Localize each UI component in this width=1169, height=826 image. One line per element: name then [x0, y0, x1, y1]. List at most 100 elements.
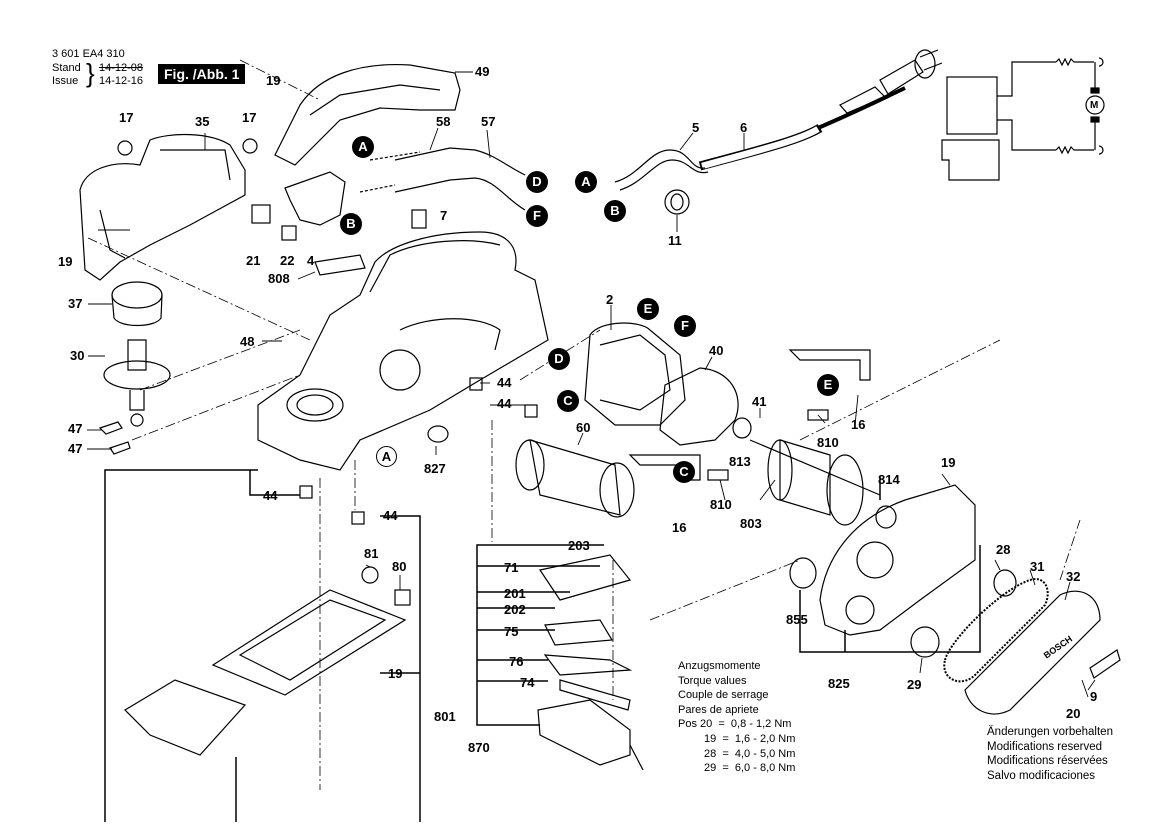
- wires-57-58: [359, 147, 526, 211]
- bearing-855: [789, 557, 817, 589]
- doc-number: 3 601 EA4 310: [52, 48, 125, 60]
- part-label-17-left: 17: [119, 110, 134, 125]
- blade-assembly-870: [537, 554, 644, 771]
- part-label-201: 201: [504, 586, 526, 601]
- torque-row: 29 = 6,0 - 8,0 Nm: [678, 761, 795, 776]
- torque-title-de: Anzugsmomente: [678, 660, 761, 672]
- notice-de: Änderungen vorbehalten: [987, 726, 1113, 738]
- notice-fr: Modifications réservées: [987, 755, 1108, 767]
- belt-cover-32: [964, 590, 1101, 715]
- part-label-803: 803: [740, 516, 762, 531]
- pulley-29: [910, 626, 940, 658]
- bearing-814: [875, 505, 897, 529]
- clip-47b: [109, 441, 131, 455]
- torque-row-28: 28 = 4,0 - 5,0 Nm: [704, 747, 796, 760]
- switch-4: [251, 171, 427, 276]
- part-label-44-c: 44: [263, 488, 278, 503]
- part-label-4: 4: [307, 253, 315, 268]
- clip-47a: [98, 421, 123, 435]
- part-label-41: 41: [752, 394, 767, 409]
- figure-tag: Fig. /Abb. 1: [158, 64, 246, 84]
- torque-title-es: Pares de apriete: [678, 703, 759, 716]
- part-label-29: 29: [907, 677, 922, 692]
- part-label-47-b: 47: [68, 441, 83, 456]
- nut-44b: [351, 511, 365, 525]
- motor-schematic: [941, 57, 1105, 181]
- stand-label: Stand: [52, 62, 81, 74]
- brush-holder-16b: [788, 349, 871, 381]
- part-label-19-right: 19: [941, 455, 956, 470]
- stator-2: [584, 322, 686, 426]
- part-label-801: 801: [434, 709, 456, 724]
- motor-symbol: M: [1090, 100, 1099, 111]
- part-label-32: 32: [1066, 569, 1081, 584]
- main-housing: [257, 231, 549, 471]
- part-label-58: 58: [436, 114, 451, 129]
- nut-44c: [469, 377, 483, 391]
- lever-80: [394, 589, 411, 606]
- brush-810b: [807, 409, 829, 421]
- bushing-827: [427, 425, 449, 443]
- torque-row: 19 = 1,6 - 2,0 Nm: [678, 732, 795, 747]
- switch-cover-49: [274, 63, 461, 166]
- power-cord: [614, 49, 943, 215]
- depth-shaft-30: [103, 339, 171, 427]
- callout-f-stator: F: [674, 315, 696, 337]
- assembly-lines: [87, 59, 1081, 790]
- part-label-810-right: 810: [817, 435, 839, 450]
- callout-c-brush: C: [673, 461, 695, 483]
- callout-a-housing: A: [376, 446, 397, 467]
- brush-810a: [707, 469, 729, 481]
- part-label-813: 813: [729, 454, 751, 469]
- part-label-49: 49: [475, 64, 490, 79]
- notice-en: Modifications reserved: [987, 740, 1103, 753]
- part-label-855: 855: [786, 612, 808, 627]
- part-label-16-right: 16: [851, 417, 866, 432]
- pulley-28: [993, 569, 1017, 597]
- part-label-827: 827: [424, 461, 446, 476]
- callout-a-switch: A: [352, 136, 374, 158]
- bearing-813: [732, 417, 752, 439]
- armature-803: [749, 439, 881, 526]
- torque-row: Pos 20 = 0,8 - 1,2 Nm: [678, 717, 795, 732]
- part-label-19-base: 19: [388, 666, 403, 681]
- spring-81: [361, 566, 379, 584]
- part-label-9: 9: [1090, 689, 1098, 704]
- part-label-60: 60: [576, 420, 591, 435]
- part-label-11: 11: [668, 233, 682, 248]
- part-label-35: 35: [195, 114, 210, 129]
- part-label-6: 6: [740, 120, 748, 135]
- part-label-75: 75: [504, 624, 519, 639]
- stand-date: 14-12-08: [99, 62, 144, 74]
- handle-housing-35: [79, 133, 258, 281]
- part-label-74: 74: [520, 675, 535, 690]
- part-label-16-left: 16: [672, 520, 687, 535]
- notice-es: Salvo modificaciones: [987, 769, 1096, 782]
- torque-title-en: Torque values: [678, 674, 747, 687]
- part-label-22: 22: [280, 253, 295, 268]
- leader-lines: [87, 71, 1096, 698]
- part-label-71: 71: [504, 560, 519, 575]
- part-label-810-left: 810: [710, 497, 732, 512]
- callout-c-stator: C: [557, 390, 579, 412]
- brace-icon: }: [86, 58, 95, 88]
- torque-row: 28 = 4,0 - 5,0 Nm: [678, 747, 795, 762]
- torque-table: Anzugsmomente Torque values Couple de se…: [678, 659, 795, 776]
- part-label-57: 57: [481, 114, 496, 129]
- callout-e-brush: E: [817, 374, 839, 396]
- part-label-81: 81: [364, 546, 379, 561]
- cylinder-60: [515, 439, 635, 518]
- part-label-37: 37: [68, 296, 83, 311]
- callout-e-stator: E: [637, 298, 659, 320]
- part-label-808: 808: [268, 271, 290, 286]
- part-label-825: 825: [828, 676, 850, 691]
- modifications-notice: Änderungen vorbehalten Modifications res…: [987, 725, 1113, 783]
- callout-d-stator: D: [548, 348, 570, 370]
- torque-row-29: 29 = 6,0 - 8,0 Nm: [704, 762, 796, 775]
- part-label-20: 20: [1066, 706, 1081, 721]
- part-label-7: 7: [440, 208, 448, 223]
- part-label-44-a: 44: [497, 375, 512, 390]
- part-label-44-d: 44: [383, 508, 398, 523]
